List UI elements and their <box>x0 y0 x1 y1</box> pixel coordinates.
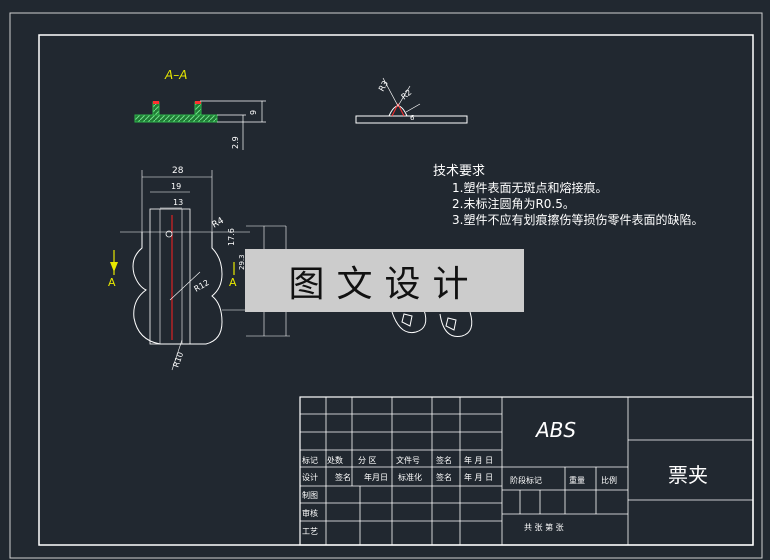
label-stage: 阶段标记 <box>510 475 542 485</box>
label-date: 年 月 日 <box>464 455 493 465</box>
label-scale: 比例 <box>601 475 617 485</box>
dim-r4: R4 <box>211 216 227 231</box>
detail-view: R3 R2 6 <box>355 77 468 124</box>
label-zone: 分 区 <box>358 456 377 465</box>
label-design-sign: 签名 <box>335 472 351 482</box>
section-marker-right: A <box>229 276 237 289</box>
tech-item-2: 2.未标注圆角为R0.5。 <box>452 196 575 211</box>
rib-mark-left <box>153 101 159 104</box>
label-sheet: 共 张 第 张 <box>524 522 564 532</box>
label-design-date: 年月日 <box>364 472 388 482</box>
dim-19: 19 <box>171 182 181 191</box>
label-count: 处数 <box>327 455 343 465</box>
label-file: 文件号 <box>396 455 420 465</box>
label-draw: 制图 <box>302 490 318 500</box>
dim-17-6: 17.6 <box>227 228 236 246</box>
part-name: 票夹 <box>668 463 708 487</box>
outer-border <box>9 12 763 559</box>
label-review: 审核 <box>302 508 318 518</box>
dim-r12: R12 <box>193 278 211 294</box>
dim-section-height: 9 <box>249 110 258 115</box>
title-block-text: ABS 票夹 标记 处数 分 区 文件号 签名 年 月 日 设计 签名 年月日 … <box>302 418 708 536</box>
label-weight: 重量 <box>569 475 585 485</box>
label-standard: 标准化 <box>398 472 422 482</box>
tech-title: 技术要求 <box>433 164 485 179</box>
rib-mark-right <box>195 101 201 104</box>
material: ABS <box>534 418 576 442</box>
dim-28: 28 <box>172 166 184 176</box>
tech-requirements: 技术要求 1.塑件表面无斑点和熔接痕。 2.未标注圆角为R0.5。 3.塑件不应… <box>433 164 703 227</box>
tech-item-1: 1.塑件表面无斑点和熔接痕。 <box>452 180 607 195</box>
dim-r10: R10 <box>171 351 185 369</box>
section-view: A–A 9 2.9 <box>134 68 266 150</box>
tech-item-3: 3.塑件不应有划痕擦伤等损伤零件表面的缺陷。 <box>452 212 703 227</box>
section-label: A–A <box>164 68 187 82</box>
label-process: 工艺 <box>302 527 318 536</box>
dim-r3: R3 <box>377 79 390 93</box>
section-marker-left: A <box>108 276 116 289</box>
section-base-hatch <box>134 114 218 123</box>
label-sign: 签名 <box>436 455 452 465</box>
label-design: 设计 <box>302 472 318 482</box>
dim-13: 13 <box>173 198 183 207</box>
label-standard-sign: 签名 <box>436 472 452 482</box>
title-block <box>299 396 754 546</box>
dim-6: 6 <box>410 114 415 122</box>
dim-section-thickness: 2.9 <box>231 136 240 149</box>
label-standard-date: 年 月 日 <box>464 472 493 482</box>
isometric-view <box>391 309 473 338</box>
dim-29-3: 29.3 <box>238 254 246 270</box>
label-mark: 标记 <box>302 455 318 465</box>
watermark-overlay: 图文设计 <box>245 249 524 312</box>
